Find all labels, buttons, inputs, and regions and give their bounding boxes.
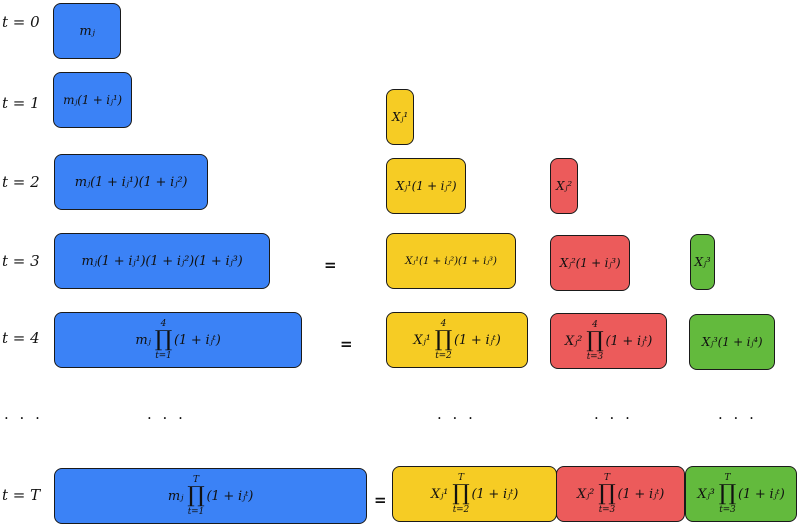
yellow-box-t4-coef: Xⱼ¹ [413, 332, 431, 348]
yellow-box-t2: Xⱼ¹(1 + iⱼ²) [386, 158, 466, 214]
product-symbol-icon: ∏ [452, 481, 470, 506]
product-operator: T ∏ t=2 [452, 473, 470, 515]
product-symbol-icon: ∏ [434, 327, 453, 352]
blue-box-t0-text: mⱼ [79, 23, 95, 39]
red-box-t2: Xⱼ² [550, 158, 578, 214]
product-lower-limit: t=3 [719, 505, 736, 515]
red-box-tT-coef: Xⱼ² [576, 486, 595, 502]
blue-box-tT-term: (1 + iⱼᵗ) [206, 488, 254, 504]
product-lower-limit: t=3 [598, 505, 616, 515]
row-label-t0: t = 0 [2, 13, 40, 31]
product-upper-limit: T [457, 473, 464, 483]
product-symbol-icon: ∏ [586, 328, 604, 353]
product-operator: T ∏ t=3 [598, 473, 616, 515]
blue-box-t4-term: (1 + iⱼᵗ) [174, 332, 221, 348]
product-symbol-icon: ∏ [154, 327, 173, 352]
green-box-t4: Xⱼ³(1 + iⱼ⁴) [689, 314, 775, 370]
red-box-t3: Xⱼ²(1 + iⱼ³) [550, 235, 630, 291]
dots-blue: · · · [147, 409, 186, 427]
product-symbol-icon: ∏ [718, 481, 737, 506]
green-box-t4-text: Xⱼ³(1 + iⱼ⁴) [701, 335, 763, 349]
blue-box-t1: mⱼ(1 + iⱼ¹) [53, 72, 132, 128]
product-upper-limit: T [192, 475, 199, 485]
product-operator: T ∏ t=1 [187, 475, 205, 517]
equals-sign-t3: = [324, 256, 337, 274]
product-upper-limit: 4 [440, 319, 447, 329]
yellow-box-tT: Xⱼ¹ T ∏ t=2 (1 + iⱼᵗ) [392, 466, 557, 522]
red-box-t2-text: Xⱼ² [556, 179, 572, 193]
blue-box-tT: mⱼ T ∏ t=1 (1 + iⱼᵗ) [54, 468, 367, 524]
product-lower-limit: t=1 [187, 507, 205, 517]
equals-sign-t4: = [340, 335, 353, 353]
red-box-tT: Xⱼ² T ∏ t=3 (1 + iⱼᵗ) [556, 466, 685, 522]
product-lower-limit: t=2 [452, 505, 470, 515]
blue-box-t2-text: mⱼ(1 + iⱼ¹)(1 + iⱼ²) [74, 174, 188, 190]
row-label-t4: t = 4 [2, 329, 40, 347]
product-lower-limit: t=3 [586, 352, 604, 362]
red-box-t4-coef: Xⱼ² [564, 333, 583, 349]
product-upper-limit: T [603, 473, 610, 483]
yellow-box-t4: Xⱼ¹ 4 ∏ t=2 (1 + iⱼᵗ) [386, 312, 528, 368]
red-box-t3-text: Xⱼ²(1 + iⱼ³) [559, 256, 621, 270]
blue-box-t2: mⱼ(1 + iⱼ¹)(1 + iⱼ²) [54, 154, 208, 210]
dots-red: · · · [594, 409, 633, 427]
green-box-t3: Xⱼ³ [690, 234, 715, 290]
dots-green: · · · [718, 409, 757, 427]
yellow-box-tT-term: (1 + iⱼᵗ) [471, 486, 519, 502]
product-symbol-icon: ∏ [598, 481, 616, 506]
yellow-box-t1: Xⱼ¹ [386, 89, 414, 145]
green-box-tT-coef: Xⱼ³ [697, 486, 715, 502]
row-label-t1: t = 1 [2, 94, 40, 112]
blue-box-t0: mⱼ [53, 3, 121, 59]
blue-box-t4-coef: mⱼ [135, 332, 151, 348]
product-operator: 4 ∏ t=1 [154, 319, 173, 361]
product-upper-limit: T [724, 473, 731, 483]
green-box-t3-text: Xⱼ³ [694, 255, 711, 269]
row-label-t3: t = 3 [2, 252, 40, 270]
yellow-box-t4-term: (1 + iⱼᵗ) [454, 332, 501, 348]
row-label-t2: t = 2 [2, 173, 40, 191]
product-upper-limit: 4 [160, 319, 167, 329]
blue-box-t3: mⱼ(1 + iⱼ¹)(1 + iⱼ²)(1 + iⱼ³) [54, 233, 270, 289]
yellow-box-t1-text: Xⱼ¹ [392, 110, 408, 124]
product-operator: 4 ∏ t=2 [434, 319, 453, 361]
blue-box-t4: mⱼ 4 ∏ t=1 (1 + iⱼᵗ) [54, 312, 302, 368]
yellow-box-tT-coef: Xⱼ¹ [430, 486, 449, 502]
equals-sign-tT: = [374, 491, 387, 509]
blue-box-t1-text: mⱼ(1 + iⱼ¹) [63, 93, 122, 107]
dots-yellow: · · · [437, 409, 476, 427]
red-box-t4: Xⱼ² 4 ∏ t=3 (1 + iⱼᵗ) [550, 313, 667, 369]
product-operator: T ∏ t=3 [718, 473, 737, 515]
red-box-tT-term: (1 + iⱼᵗ) [617, 486, 665, 502]
row-label-tT: t = T [2, 486, 41, 504]
product-symbol-icon: ∏ [187, 483, 205, 508]
green-box-tT: Xⱼ³ T ∏ t=3 (1 + iⱼᵗ) [685, 466, 797, 522]
red-box-t4-term: (1 + iⱼᵗ) [605, 333, 653, 349]
blue-box-t3-text: mⱼ(1 + iⱼ¹)(1 + iⱼ²)(1 + iⱼ³) [81, 253, 243, 269]
product-upper-limit: 4 [592, 320, 598, 330]
yellow-box-t3: Xⱼ¹(1 + iⱼ²)(1 + iⱼ³) [386, 233, 516, 289]
green-box-tT-term: (1 + iⱼᵗ) [738, 486, 785, 502]
yellow-box-t3-text: Xⱼ¹(1 + iⱼ²)(1 + iⱼ³) [405, 255, 497, 267]
yellow-box-t2-text: Xⱼ¹(1 + iⱼ²) [395, 179, 457, 193]
row-label-dots: · · · [4, 409, 43, 427]
product-lower-limit: t=1 [155, 351, 172, 361]
product-operator: 4 ∏ t=3 [586, 320, 604, 362]
product-lower-limit: t=2 [435, 351, 452, 361]
blue-box-tT-coef: mⱼ [167, 488, 184, 504]
